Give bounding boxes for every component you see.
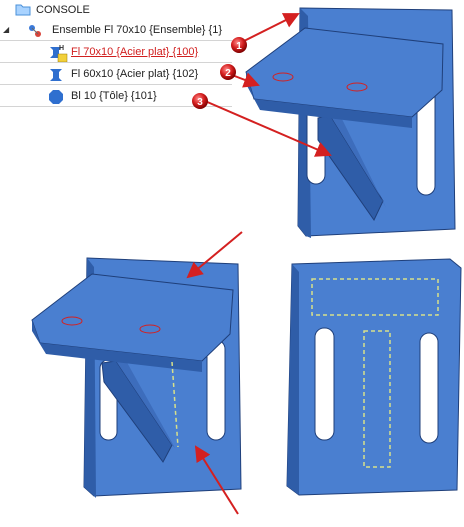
callout-number: 2 xyxy=(225,68,231,79)
main-part-badge: H xyxy=(59,45,65,52)
tree-item-label: CONSOLE xyxy=(36,4,90,16)
tree-item-label: Fl 70x10 {Acier plat} {100} xyxy=(71,46,199,58)
sheet-icon xyxy=(49,90,63,104)
tree-item-assembly[interactable]: ◢ Ensemble Fl 70x10 {Ensemble} {1} xyxy=(0,20,232,41)
gusset-edge xyxy=(116,359,175,448)
flat-steel-icon xyxy=(50,69,62,81)
assembly-icon xyxy=(29,25,41,37)
slot-left xyxy=(314,327,335,441)
top-plate-front xyxy=(32,320,202,372)
collapse-toggle-icon[interactable]: ◢ xyxy=(3,25,10,34)
console-3d-top[interactable]: 1 2 3 xyxy=(192,7,456,238)
console-3d-bottom-right[interactable] xyxy=(286,258,462,496)
tree-item-label: Bl 10 {Tôle} {101} xyxy=(71,90,157,102)
callout-arrow-bottom xyxy=(194,445,239,515)
console-3d-bottom-left[interactable] xyxy=(31,231,243,515)
folder-icon xyxy=(15,4,31,16)
callout-badge-1 xyxy=(231,37,247,53)
callout-arrow-2 xyxy=(231,72,260,88)
tree-item-flat-steel-100[interactable]: H Fl 70x10 {Acier plat} {100} xyxy=(0,42,232,63)
tree-item-label: Fl 60x10 {Acier plat} {102} xyxy=(71,68,199,80)
gusset-edge xyxy=(330,113,386,208)
tree-item-sheet-101[interactable]: Bl 10 {Tôle} {101} xyxy=(0,86,232,107)
callout-arrow-3 xyxy=(204,100,332,157)
tree-item-console[interactable]: CONSOLE xyxy=(0,0,232,20)
slot-right xyxy=(419,332,439,444)
top-plate-front xyxy=(246,72,412,128)
callout-number: 3 xyxy=(197,97,203,108)
callout-arrow-top xyxy=(186,231,243,279)
tree-item-flat-steel-102[interactable]: Fl 60x10 {Acier plat} {102} xyxy=(0,64,232,85)
hole-marker xyxy=(272,72,294,82)
selection-outline xyxy=(311,278,439,316)
selection-outline xyxy=(363,330,391,468)
callout-number: 1 xyxy=(236,41,242,52)
hole-marker xyxy=(346,82,368,92)
tree-item-label: Ensemble Fl 70x10 {Ensemble} {1} xyxy=(52,24,223,36)
flat-steel-main-icon xyxy=(50,47,68,62)
callout-badge-3 xyxy=(192,93,208,109)
slot-right xyxy=(206,339,226,441)
callout-badge-2 xyxy=(220,64,236,80)
hole-marker xyxy=(139,324,161,334)
selection-outline xyxy=(171,361,179,448)
back-plate-side xyxy=(287,264,299,495)
hole-marker xyxy=(61,316,83,326)
